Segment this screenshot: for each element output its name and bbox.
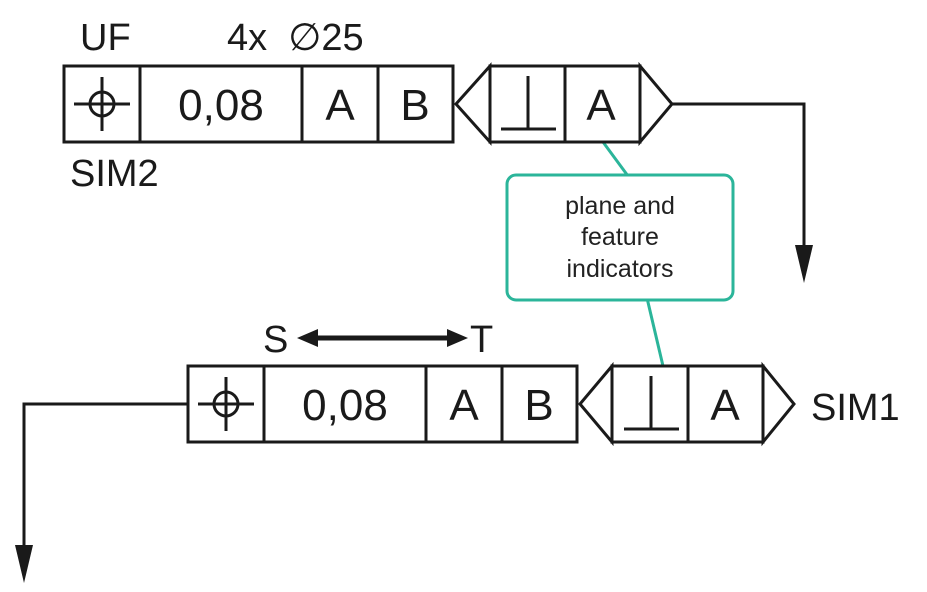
top-label-pattern: 4x ∅25 [227,17,364,59]
between-arrow-icon [297,329,468,347]
callout-line-3: indicators [567,255,674,283]
position-icon [198,377,254,431]
bottom-indicator-left-triangle [578,361,614,447]
bottom-indicator-datum: A [710,381,740,430]
top-feature-control-frame: 0,08 A B A [62,61,674,147]
top-label-sim2: SIM2 [70,153,159,195]
bottom-leader-arrowhead [15,545,33,583]
bottom-label-t: T [470,319,493,361]
position-icon [74,77,130,131]
top-leader-arrowhead [795,245,813,283]
bottom-feature-control-frame: 0,08 A B A [186,361,796,447]
bottom-tolerance-value: 0,08 [302,381,388,430]
bottom-leader-line [22,402,188,550]
bottom-label-sim1: SIM1 [811,387,900,429]
callout-leader-top [601,141,630,177]
bottom-datum-2: B [524,381,553,430]
bottom-datum-1: A [449,381,479,430]
bottom-indicator-right-triangle [761,361,796,447]
top-indicator-left-triangle [453,62,492,146]
top-leader-line [672,102,806,250]
bottom-label-s: S [263,319,288,361]
top-datum-1: A [325,81,355,130]
callout-leader-bottom [645,297,665,367]
top-datum-2: B [400,81,429,130]
top-indicator-datum: A [586,81,616,130]
callout-line-1: plane and [565,192,675,220]
top-indicator-right-triangle [638,61,674,147]
callout-line-2: feature [581,223,659,251]
top-frame-border [62,64,455,144]
perpendicularity-icon [501,76,556,131]
top-tolerance-value: 0,08 [178,81,264,130]
top-label-uf: UF [80,17,131,59]
perpendicularity-icon [624,376,679,431]
callout-box [505,173,735,302]
